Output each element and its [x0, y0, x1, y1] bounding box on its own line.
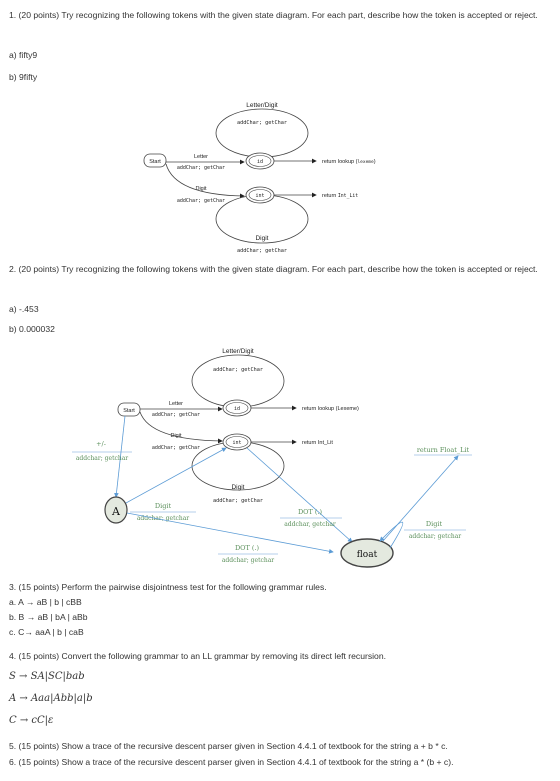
d2-float-state-label: float	[357, 550, 378, 560]
d2-loop-top-label: Letter/Digit	[222, 348, 254, 355]
d1-int-state-inner	[248, 189, 272, 201]
d1-start-label: Start	[149, 159, 161, 165]
d2-a-dot-label: DOT (.)	[235, 544, 260, 552]
d2-digit-label: Digit	[170, 433, 181, 439]
d2-id-return: return lookup (Lexeme)	[302, 406, 359, 412]
d2-float-digit-label: Digit	[426, 520, 443, 528]
question-6-text: 6. (15 points) Show a trace of the recur…	[9, 757, 454, 767]
d1-letter-label: Letter	[194, 154, 208, 160]
state-diagram-2: Letter/Digit addChar; getChar Start Lett…	[72, 348, 472, 568]
question-4-rule-a: A → Aaa|Abb|a|b	[9, 693, 93, 704]
d2-int-dot-action: addchar, getchar	[284, 521, 336, 528]
d1-id-state-inner	[248, 155, 272, 167]
d2-int-to-float-arrow	[246, 447, 353, 543]
d2-int-state-inner	[225, 436, 249, 448]
d1-loop-bottom-action: addChar; getChar	[237, 248, 287, 254]
d2-loop-bottom-action: addChar; getChar	[213, 498, 263, 504]
d2-a-digit-action: addchar; getchar	[137, 515, 189, 522]
d2-a-state-label: A	[111, 505, 121, 518]
d1-digit-label: Digit	[195, 186, 206, 192]
d2-a-to-int-arrow	[125, 447, 227, 504]
question-2-text: 2. (20 points) Try recognizing the follo…	[9, 264, 538, 274]
d2-float-return: return Float_Lit	[417, 446, 470, 454]
d1-loop-top	[215, 108, 309, 158]
d1-loop-top-action: addChar; getChar	[237, 120, 287, 126]
d2-digit-action: addChar; getChar	[152, 445, 200, 451]
d2-int-dot-label: DOT (.)	[298, 508, 323, 516]
question-2-part-a: a) -.453	[9, 304, 39, 314]
d2-letter-label: Letter	[169, 401, 183, 407]
question-4-rule-c: C → cC|ε	[9, 715, 54, 726]
d2-id-state-inner	[225, 402, 249, 414]
d2-sign-action: addchar; getchar	[76, 455, 128, 462]
d1-int-state-label: int	[255, 193, 264, 199]
d2-float-digit-action: addchar; getchar	[409, 533, 461, 540]
d2-a-to-float-arrow	[126, 512, 334, 554]
d1-int-return: return Int_Lit	[322, 193, 358, 199]
d2-a-dot-action: addchar; getchar	[222, 557, 274, 564]
d2-start-to-int-arrow	[139, 411, 223, 444]
d2-a-state	[104, 496, 128, 524]
d2-float-self-loop	[379, 521, 404, 549]
question-1-text: 1. (20 points) Try recognizing the follo…	[9, 10, 538, 20]
d1-id-return: return lookup (lexeme)	[322, 159, 376, 165]
d2-start-to-a-arrow	[114, 415, 126, 498]
d2-a-digit-label: Digit	[155, 502, 172, 510]
d2-loop-bottom-label: Digit	[231, 484, 244, 491]
d1-id-state-label: id	[257, 159, 263, 165]
d1-loop-top-label: Letter/Digit	[246, 102, 278, 109]
question-1-part-a: a) fifty9	[9, 50, 38, 60]
d1-start-to-int-arrow	[165, 163, 245, 199]
question-3-rule-c: c. C→ aaA | b | caB	[9, 627, 84, 637]
d2-loop-top-action: addChar; getChar	[213, 367, 263, 373]
question-3-rule-b: b. B → aB | bA | aBb	[9, 612, 88, 622]
d1-digit-action: addChar; getChar	[177, 198, 225, 204]
question-1-part-b: b) 9fifty	[9, 72, 38, 82]
d2-start-state	[117, 402, 141, 417]
d1-loop-bottom-label: Digit	[255, 235, 268, 242]
d2-loop-top	[191, 354, 285, 408]
d2-sign-label: +/-	[96, 440, 106, 448]
question-2-part-b: b) 0.000032	[9, 324, 55, 334]
question-4-text: 4. (15 points) Convert the following gra…	[9, 651, 387, 661]
d2-int-state-label: int	[232, 440, 241, 446]
question-4-rule-s: S → SA|SC|bab	[9, 671, 85, 682]
d2-id-state-label: id	[234, 406, 240, 412]
d2-float-state	[340, 538, 394, 568]
d2-int-return: return Int_Lit	[302, 440, 333, 446]
question-5-text: 5. (15 points) Show a trace of the recur…	[9, 741, 448, 751]
question-3-text: 3. (15 points) Perform the pairwise disj…	[9, 582, 327, 592]
d1-letter-action: addChar; getChar	[177, 165, 225, 171]
d2-start-label: Start	[123, 408, 135, 414]
d2-letter-action: addChar; getChar	[152, 412, 200, 418]
question-3-rule-a: a. A → aB | b | cBB	[9, 597, 82, 607]
d1-start-state	[143, 153, 167, 168]
d2-float-return-arrow	[382, 455, 459, 542]
state-diagram-1: Letter/Digit addChar; getChar Start Lett…	[143, 102, 376, 254]
